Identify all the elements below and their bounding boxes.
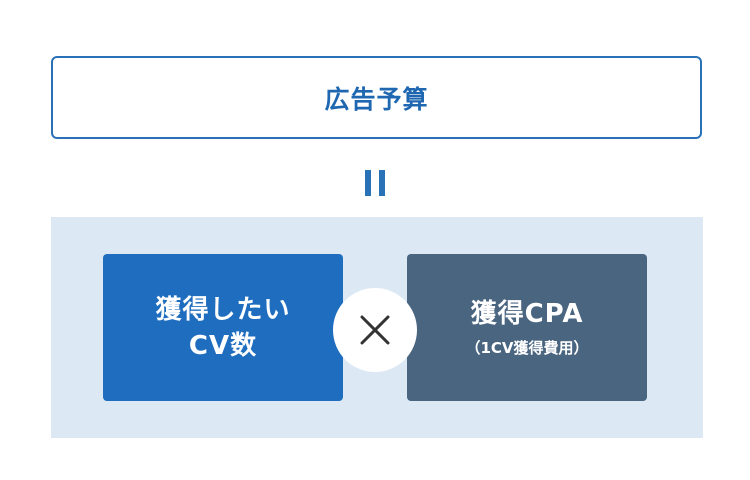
ad-budget-label: 広告予算: [324, 84, 429, 114]
target-cpa-note: （1CV獲得費用）: [465, 338, 589, 357]
equals-bar-left: [365, 170, 371, 196]
target-cpa-box: 獲得CPA （1CV獲得費用）: [407, 254, 647, 401]
target-cv-box: 獲得したい CV数: [103, 254, 343, 401]
target-cpa-title: 獲得CPA: [470, 298, 584, 329]
multiply-circle: [333, 288, 417, 372]
target-cv-line2: CV数: [188, 330, 258, 361]
target-cv-line1: 獲得したい: [155, 294, 291, 325]
equals-icon: [363, 170, 387, 196]
equals-bar-right: [379, 170, 385, 196]
ad-budget-box: 広告予算: [51, 56, 702, 139]
multiply-icon: [360, 315, 390, 345]
